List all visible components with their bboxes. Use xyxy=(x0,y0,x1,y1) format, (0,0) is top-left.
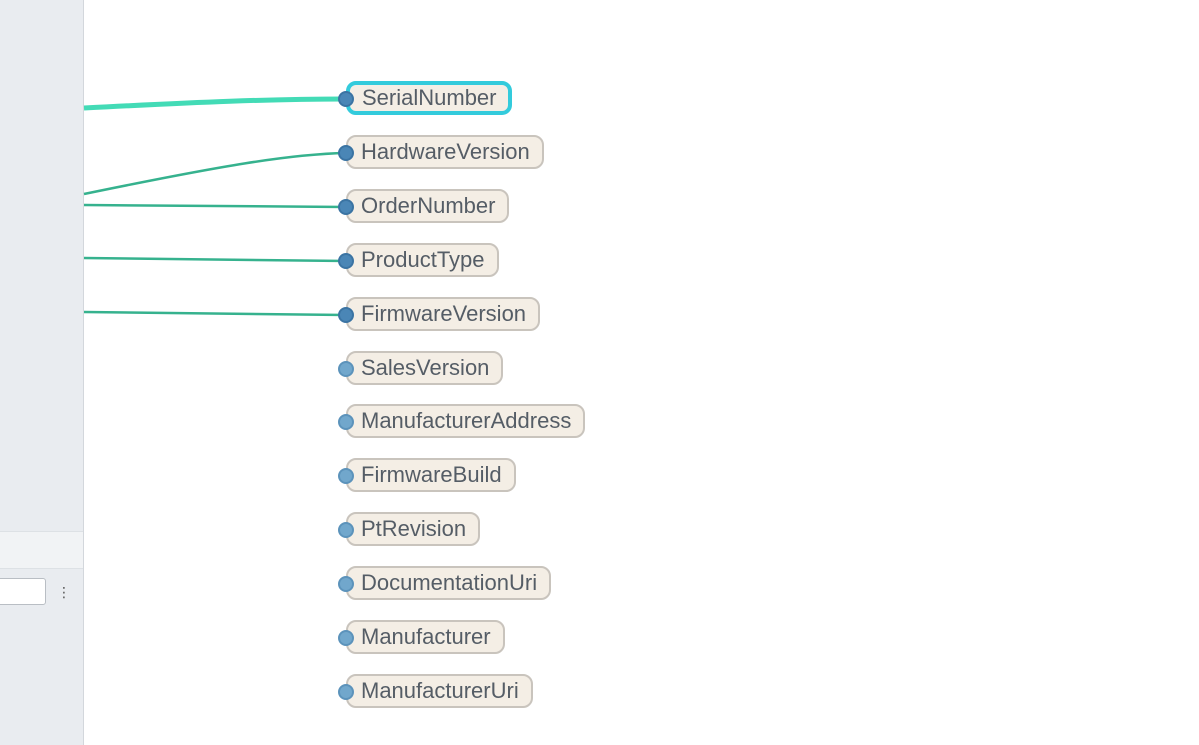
node-port-icon[interactable] xyxy=(338,576,354,592)
node-label: FirmwareBuild xyxy=(361,462,502,487)
node-port-icon[interactable] xyxy=(338,630,354,646)
node-port-icon[interactable] xyxy=(338,468,354,484)
node-documentationuri[interactable]: DocumentationUri xyxy=(346,566,552,600)
node-label: HardwareVersion xyxy=(361,139,530,164)
node-port-icon[interactable] xyxy=(338,199,354,215)
node-hardwareversion[interactable]: HardwareVersion xyxy=(346,135,544,169)
node-salesversion[interactable]: SalesVersion xyxy=(346,351,504,385)
wire-ordernumber[interactable] xyxy=(83,203,347,209)
left-sidebar-panel: ⋮ xyxy=(0,0,84,745)
node-label: Manufacturer xyxy=(361,624,491,649)
node-port-icon[interactable] xyxy=(338,91,354,107)
node-port-icon[interactable] xyxy=(338,414,354,430)
node-ptrevision[interactable]: PtRevision xyxy=(346,512,481,546)
node-manufactureruri[interactable]: ManufacturerUri xyxy=(346,674,533,708)
wire-producttype[interactable] xyxy=(83,256,347,263)
wire-serialnumber[interactable] xyxy=(83,96,347,111)
node-port-icon[interactable] xyxy=(338,684,354,700)
node-producttype[interactable]: ProductType xyxy=(346,243,499,277)
node-label: ManufacturerAddress xyxy=(361,408,572,433)
node-port-icon[interactable] xyxy=(338,361,354,377)
node-ordernumber[interactable]: OrderNumber xyxy=(346,189,510,223)
node-manufactureraddress[interactable]: ManufacturerAddress xyxy=(346,404,586,438)
node-label: ProductType xyxy=(361,247,485,272)
node-port-icon[interactable] xyxy=(338,253,354,269)
node-label: SerialNumber xyxy=(362,85,497,110)
node-firmwarebuild[interactable]: FirmwareBuild xyxy=(346,458,516,492)
node-label: SalesVersion xyxy=(361,355,490,380)
node-label: ManufacturerUri xyxy=(361,678,519,703)
node-serialnumber[interactable]: SerialNumber xyxy=(346,81,512,115)
node-label: OrderNumber xyxy=(361,193,496,218)
wire-hardwareversion[interactable] xyxy=(83,151,347,196)
node-port-icon[interactable] xyxy=(338,145,354,161)
sidebar-search-input[interactable] xyxy=(0,578,46,605)
node-port-icon[interactable] xyxy=(338,307,354,323)
wire-firmwareversion[interactable] xyxy=(83,310,347,317)
node-label: DocumentationUri xyxy=(361,570,538,595)
node-firmwareversion[interactable]: FirmwareVersion xyxy=(346,297,541,331)
node-port-icon[interactable] xyxy=(338,522,354,538)
sidebar-toolbar xyxy=(0,531,83,569)
node-manufacturer[interactable]: Manufacturer xyxy=(346,620,505,654)
node-label: PtRevision xyxy=(361,516,467,541)
node-label: FirmwareVersion xyxy=(361,301,527,326)
